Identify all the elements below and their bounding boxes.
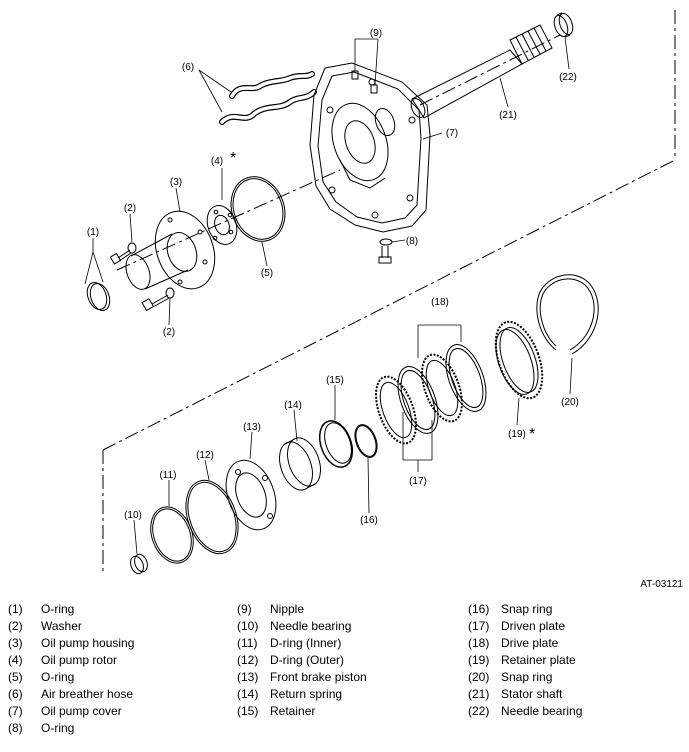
callout-22: (22) bbox=[559, 72, 577, 83]
callout-15: (15) bbox=[326, 375, 344, 386]
callout-6: (6) bbox=[182, 62, 194, 73]
o-ring-1-shape bbox=[86, 281, 111, 312]
legend-name: D-ring (Outer) bbox=[270, 653, 345, 667]
stator-shaft-shape bbox=[410, 24, 553, 119]
callout-13: (13) bbox=[243, 422, 261, 433]
legend-number: (1) bbox=[8, 602, 23, 616]
callout-19-asterisk: * bbox=[529, 426, 535, 443]
retainer-plate-shape bbox=[494, 320, 544, 400]
legend-name: O-ring bbox=[41, 721, 75, 735]
callout-18: (18) bbox=[431, 297, 449, 308]
front-brake-piston-shape bbox=[225, 459, 277, 531]
legend-name: Return spring bbox=[270, 687, 343, 701]
legend-number: (5) bbox=[8, 670, 23, 684]
callout-10: (10) bbox=[124, 510, 142, 521]
clutch-plate-stack-shape bbox=[375, 344, 487, 445]
callout-12: (12) bbox=[196, 450, 214, 461]
legend-number: (22) bbox=[468, 704, 490, 718]
o-ring-5-shape bbox=[230, 176, 286, 242]
return-spring-shape bbox=[279, 437, 321, 491]
legend-name: Needle bearing bbox=[501, 704, 583, 718]
callout-4: (4) bbox=[211, 156, 223, 167]
callout-3: (3) bbox=[170, 177, 182, 188]
snap-ring-16-shape bbox=[354, 424, 378, 458]
callout-2-upper: (2) bbox=[124, 203, 136, 214]
legend-name: Snap ring bbox=[501, 670, 553, 684]
callout-5: (5) bbox=[261, 268, 273, 279]
snap-ring-20-shape bbox=[536, 274, 599, 355]
callout-17: (17) bbox=[409, 476, 427, 487]
legend-name: Front brake piston bbox=[270, 670, 367, 684]
oil-pump-housing-shape bbox=[125, 210, 216, 290]
legend-number: (18) bbox=[468, 636, 490, 650]
legend-name: Oil pump cover bbox=[41, 704, 122, 718]
callout-20: (20) bbox=[561, 397, 579, 408]
needle-bearing-10-shape bbox=[130, 553, 148, 575]
callout-4-asterisk: * bbox=[230, 150, 236, 167]
legend-name: Nipple bbox=[270, 602, 305, 616]
oil-pump-cover-shape bbox=[309, 62, 431, 233]
parts-legend: (1)O-ring (2)Washer (3)Oil pump housing … bbox=[0, 601, 689, 751]
legend-name: O-ring bbox=[41, 670, 75, 684]
legend-number: (20) bbox=[468, 670, 490, 684]
legend-name: Driven plate bbox=[501, 619, 566, 633]
legend-name: Oil pump rotor bbox=[41, 653, 118, 667]
air-breather-hose-shape bbox=[219, 71, 317, 125]
legend-number: (9) bbox=[237, 602, 252, 616]
legend-name: Snap ring bbox=[501, 602, 553, 616]
washer-bolt-upper-shape bbox=[109, 242, 137, 265]
o-ring-8-shape bbox=[378, 238, 393, 264]
legend-number: (8) bbox=[8, 721, 23, 735]
callout-8: (8) bbox=[406, 236, 418, 247]
callout-21: (21) bbox=[499, 110, 517, 121]
legend-number: (11) bbox=[237, 636, 258, 650]
legend-name: O-ring bbox=[41, 602, 75, 616]
legend-number: (6) bbox=[8, 687, 23, 701]
oil-pump-rotor-shape bbox=[206, 205, 238, 245]
callout-7: (7) bbox=[446, 128, 458, 139]
legend-number: (14) bbox=[237, 687, 259, 701]
figure-code: AT-03121 bbox=[640, 579, 683, 590]
callout-9: (9) bbox=[370, 28, 382, 39]
legend-number: (10) bbox=[237, 619, 259, 633]
callout-11: (11) bbox=[159, 470, 176, 481]
legend-number: (15) bbox=[237, 704, 259, 718]
d-ring-inner-shape bbox=[150, 506, 194, 564]
retainer-shape bbox=[318, 420, 354, 468]
legend-number: (13) bbox=[237, 670, 259, 684]
legend-name: Air breather hose bbox=[41, 687, 134, 701]
exploded-parts-diagram: (1) (2) (2) (3) (4) * (5) (6) (7) (8) (9… bbox=[84, 10, 676, 575]
legend-number: (17) bbox=[468, 619, 490, 633]
legend-name: Washer bbox=[41, 619, 82, 633]
callout-16: (16) bbox=[360, 515, 378, 526]
legend-number: (2) bbox=[8, 619, 23, 633]
callout-19: (19) bbox=[508, 429, 526, 440]
legend-number: (12) bbox=[237, 653, 259, 667]
legend-number: (7) bbox=[8, 704, 23, 718]
legend-name: Retainer bbox=[270, 704, 316, 718]
legend-number: (4) bbox=[8, 653, 23, 667]
legend-number: (3) bbox=[8, 636, 23, 650]
legend-name: Oil pump housing bbox=[41, 636, 135, 650]
legend-name: Retainer plate bbox=[501, 653, 576, 667]
callout-1: (1) bbox=[87, 227, 99, 238]
needle-bearing-22-shape bbox=[553, 12, 574, 38]
legend-name: Stator shaft bbox=[501, 687, 563, 701]
legend-name: D-ring (Inner) bbox=[270, 636, 342, 650]
legend-name: Needle bearing bbox=[270, 619, 352, 633]
legend-number: (16) bbox=[468, 602, 490, 616]
callout-14: (14) bbox=[284, 400, 302, 411]
legend-name: Drive plate bbox=[501, 636, 559, 650]
washer-bolt-lower-shape bbox=[141, 287, 175, 312]
callout-2-lower: (2) bbox=[163, 327, 175, 338]
leader-lines bbox=[84, 36, 573, 555]
legend-number: (19) bbox=[468, 653, 490, 667]
nipple-shape bbox=[351, 70, 378, 94]
legend-number: (21) bbox=[468, 687, 490, 701]
